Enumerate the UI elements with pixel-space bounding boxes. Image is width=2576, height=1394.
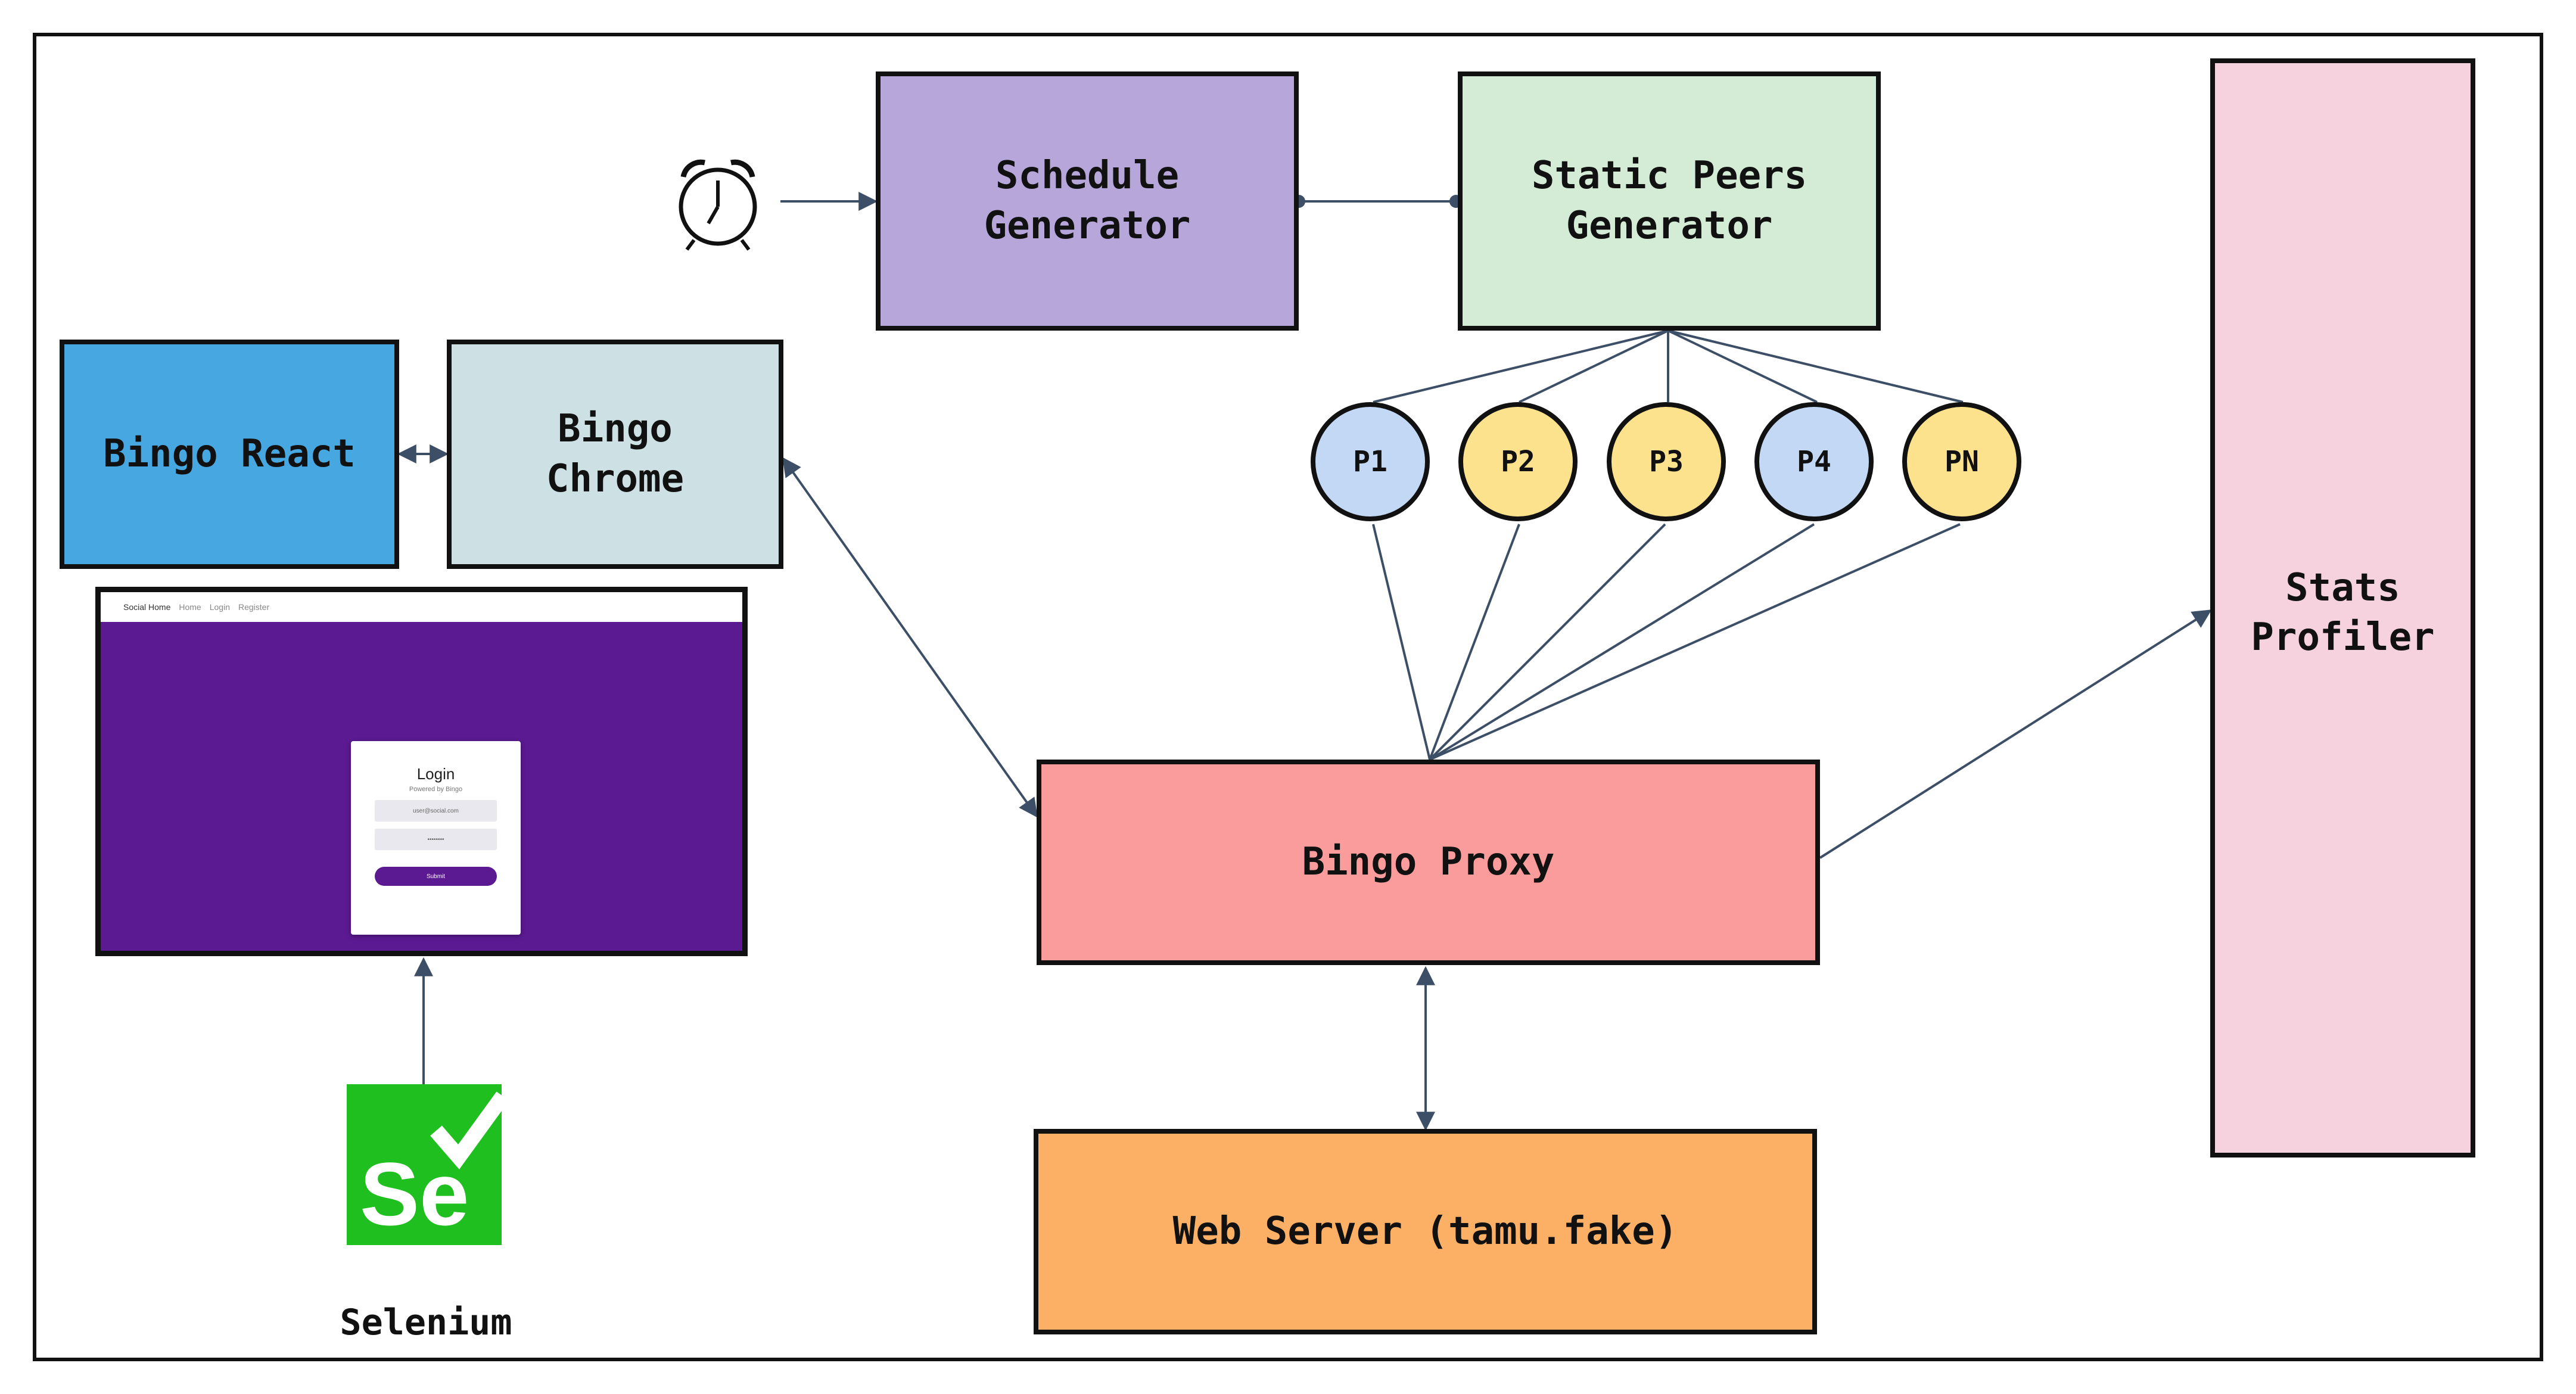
- screenshot-nav-link: Register: [238, 602, 270, 612]
- selenium-logo-text: Se: [360, 1144, 469, 1244]
- peer-node: P4: [1754, 402, 1874, 521]
- peer-node: P3: [1607, 402, 1726, 521]
- screenshot-login-subtitle: Powered by Bingo: [409, 786, 463, 793]
- selenium-logo-icon: Se: [347, 1084, 502, 1245]
- stats-profiler-box: Stats Profiler: [2210, 58, 2475, 1157]
- bingo-proxy-box: Bingo Proxy: [1037, 760, 1820, 965]
- peer-node: PN: [1902, 402, 2021, 521]
- screenshot-password-field: ••••••••: [375, 829, 497, 850]
- screenshot-login-card: Login Powered by Bingo user@social.com •…: [351, 741, 521, 935]
- screenshot-brand: Social Home: [123, 602, 171, 612]
- selenium-label: Selenium: [340, 1302, 512, 1343]
- screenshot-submit-button: Submit: [375, 867, 497, 886]
- browser-screenshot: Social Home Home Login Register Login Po…: [95, 587, 748, 956]
- schedule-generator-box: Schedule Generator: [876, 71, 1299, 331]
- peer-node: P1: [1311, 402, 1430, 521]
- web-server-box: Web Server (tamu.fake): [1034, 1129, 1817, 1334]
- screenshot-nav-link: Home: [179, 602, 201, 612]
- alarm-clock-icon: [679, 159, 757, 251]
- static-peers-generator-box: Static Peers Generator: [1458, 71, 1881, 331]
- bingo-chrome-box: Bingo Chrome: [447, 340, 783, 569]
- diagram-frame: [33, 33, 2543, 1361]
- screenshot-navbar: Social Home Home Login Register: [101, 592, 742, 622]
- screenshot-nav-link: Login: [209, 602, 230, 612]
- screenshot-login-title: Login: [416, 765, 455, 783]
- screenshot-email-field: user@social.com: [375, 800, 497, 822]
- bingo-react-box: Bingo React: [60, 340, 399, 569]
- peer-node: P2: [1458, 402, 1578, 521]
